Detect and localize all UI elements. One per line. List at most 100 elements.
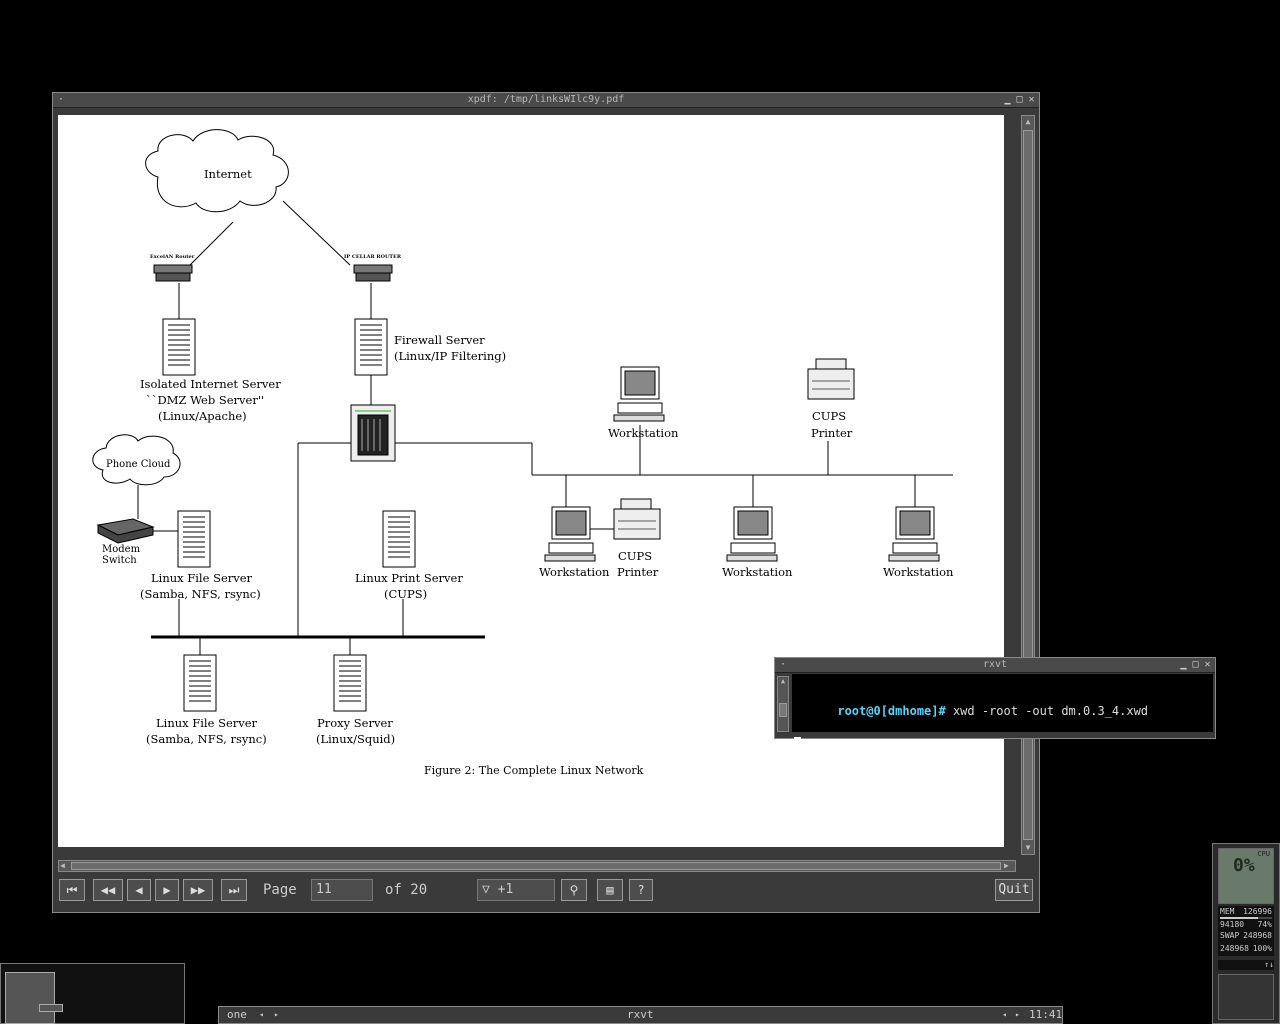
rxvt-maximize-icon[interactable]: □: [1192, 659, 1199, 670]
pager-window-thumbnail[interactable]: [5, 972, 55, 1024]
label-internet: Internet: [204, 167, 252, 181]
scroll-up-icon[interactable]: ▲: [1025, 117, 1031, 126]
scroll-right-icon[interactable]: ▶: [1004, 861, 1009, 870]
label-proxy-b: (Linux/Squid): [316, 732, 396, 746]
terminal-output[interactable]: root@0[dmhome]# xwd -root -out dm.0.3_4.…: [792, 674, 1213, 749]
rxvt-titlebar[interactable]: · rxvt ▁ □ ✕: [775, 658, 1215, 673]
task-button-rxvt[interactable]: rxvt: [627, 1008, 654, 1021]
back-ten-pages-button[interactable]: ◀◀: [93, 879, 123, 901]
mem-usage-bar: [1220, 917, 1272, 919]
minimize-icon[interactable]: ▁: [1004, 94, 1011, 105]
page-label: Page: [263, 882, 297, 898]
cpu-meter: CPU 0%: [1218, 848, 1274, 904]
scroll-left-icon[interactable]: ◀: [60, 861, 65, 870]
dockapp-slot: [1218, 974, 1274, 1020]
first-page-icon: ⏮: [66, 883, 78, 897]
close-icon[interactable]: ✕: [1028, 94, 1035, 105]
label-workstation-1: Workstation: [539, 565, 610, 579]
label-print-server-a: Linux Print Server: [355, 571, 463, 585]
swap-value: 248968: [1243, 931, 1272, 940]
memory-panel: MEM 126996 94180 74% SWAP 248968 248968 …: [1218, 906, 1274, 956]
desktop-next-icon[interactable]: ▸: [274, 1010, 279, 1019]
clock: 11:41: [1029, 1008, 1063, 1021]
rxvt-scroll-thumb[interactable]: [779, 703, 787, 717]
network-diagram: [92, 129, 953, 712]
label-workstation-top: Workstation: [608, 426, 679, 440]
horizontal-scrollbar[interactable]: ◀ ▶: [58, 860, 1016, 872]
taskbar: one ◂ ▸ rxvt ◂ ▸ 11:41: [218, 1006, 1063, 1024]
shell-command: xwd -root -out dm.0.3_4.xwd: [945, 704, 1149, 718]
desktop-name[interactable]: one: [227, 1008, 247, 1021]
cups-printer-top-icon: [807, 358, 855, 400]
first-page-button[interactable]: ⏮: [59, 879, 85, 901]
xpdf-window[interactable]: · xpdf: /tmp/linksWIlc9y.pdf ▁ □ ✕: [52, 92, 1040, 913]
pager-window-thumbnail-small[interactable]: [39, 1004, 63, 1012]
xpdf-titlebar[interactable]: · xpdf: /tmp/linksWIlc9y.pdf ▁ □ ✕: [53, 93, 1039, 108]
phone-cloud-icon: [92, 434, 181, 486]
scroll-down-icon[interactable]: ▼: [1025, 843, 1031, 852]
horizontal-scroll-thumb[interactable]: [71, 862, 1001, 870]
maximize-icon[interactable]: □: [1016, 94, 1023, 105]
firewall-server-icon: [354, 318, 388, 376]
xpdf-window-title: xpdf: /tmp/linksWIlc9y.pdf: [467, 94, 625, 105]
next-icon: ▶: [163, 883, 171, 897]
label-workstation-3: Workstation: [883, 565, 954, 579]
task-next-icon[interactable]: ▸: [1015, 1010, 1020, 1019]
mem-used: 94180: [1220, 920, 1245, 929]
system-monitor-dockapp: CPU 0% MEM 126996 94180 74% SWAP 248968 …: [1212, 843, 1280, 1024]
cpu-value: 0%: [1233, 855, 1255, 876]
print-button[interactable]: ▤: [597, 879, 623, 901]
label-modem-1: Modem: [102, 544, 141, 555]
vertical-scroll-thumb[interactable]: [1023, 130, 1033, 840]
label-isolated-server-2: ``DMZ Web Server'': [146, 393, 265, 407]
rxvt-window[interactable]: · rxvt ▁ □ ✕ ▲ root@0[dmhome]# xwd -root…: [774, 657, 1216, 749]
printer-icon: ▤: [606, 883, 614, 897]
label-file-server-1a: Linux File Server: [151, 571, 253, 585]
task-prev-icon[interactable]: ◂: [1002, 1010, 1007, 1019]
mem-value: 126996: [1243, 907, 1272, 916]
quit-button[interactable]: Quit: [995, 879, 1033, 901]
previous-icon: ◀: [135, 883, 143, 897]
proxy-server-icon: [333, 654, 367, 712]
rxvt-close-icon[interactable]: ✕: [1204, 659, 1211, 670]
rxvt-window-menu-icon[interactable]: ·: [780, 659, 787, 670]
network-arrows-icon: ↑↓: [1218, 960, 1274, 970]
workstation-top-icon: [613, 366, 665, 422]
label-modem-2: Switch: [102, 555, 137, 566]
linux-print-server-icon: [382, 510, 416, 568]
router-right-icon: [353, 264, 393, 282]
dropdown-icon: ▽: [482, 882, 498, 897]
forward-ten-pages-button[interactable]: ▶▶: [183, 879, 213, 901]
page-number-input[interactable]: 11: [311, 879, 373, 901]
isolated-server-icon: [162, 318, 196, 376]
window-menu-icon[interactable]: ·: [58, 94, 65, 105]
desktop-pager[interactable]: [0, 963, 185, 1024]
switch-rack-icon: [350, 404, 396, 462]
find-button[interactable]: ⚲: [561, 879, 587, 901]
fast-rewind-icon: ◀◀: [100, 883, 116, 897]
label-workstation-2: Workstation: [722, 565, 793, 579]
rxvt-window-title: rxvt: [982, 659, 1008, 670]
label-cups-lower-a: CUPS: [618, 549, 653, 563]
label-file-server-2a: Linux File Server: [156, 716, 258, 730]
router-left-icon: [153, 264, 193, 282]
figure-caption: Figure 2: The Complete Linux Network: [424, 764, 644, 777]
label-isolated-server-3: (Linux/Apache): [158, 409, 247, 423]
page-count-label: of 20: [385, 882, 428, 898]
zoom-select[interactable]: ▽ +1: [477, 879, 555, 901]
swap-label: SWAP: [1220, 931, 1240, 940]
rxvt-scrollbar[interactable]: ▲: [777, 676, 789, 732]
cups-printer-lower-icon: [613, 498, 661, 540]
help-button[interactable]: ?: [629, 879, 653, 901]
rxvt-scroll-up-icon[interactable]: ▲: [780, 677, 786, 685]
label-isolated-server-1: Isolated Internet Server: [140, 377, 281, 391]
rxvt-minimize-icon[interactable]: ▁: [1180, 659, 1187, 670]
last-page-button[interactable]: ⏭: [221, 879, 247, 901]
next-page-button[interactable]: ▶: [155, 879, 179, 901]
xpdf-toolbar: ⏮ ◀◀ ◀ ▶ ▶▶ ⏭ Page 11 of 20 ▽ +1 ⚲ ▤ ? Q…: [53, 875, 1039, 909]
label-firewall-2: (Linux/IP Filtering): [394, 349, 507, 363]
swap-percent: 100%: [1252, 944, 1272, 953]
label-file-server-1b: (Samba, NFS, rsync): [140, 587, 261, 601]
previous-page-button[interactable]: ◀: [127, 879, 151, 901]
desktop-prev-icon[interactable]: ◂: [259, 1010, 264, 1019]
